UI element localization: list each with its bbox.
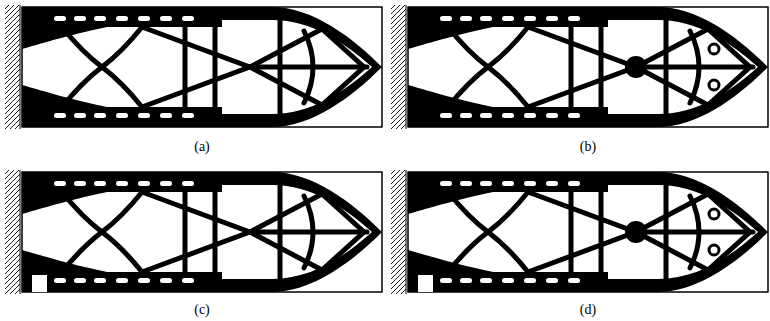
design-c — [5, 170, 382, 294]
panel-label: (c) — [194, 302, 210, 319]
design-a — [5, 5, 382, 129]
panel-label: (a) — [194, 139, 210, 156]
design-b — [391, 5, 768, 129]
panel-label: (d) — [580, 302, 596, 319]
design-d — [391, 170, 768, 294]
panel-label: (b) — [580, 139, 596, 156]
